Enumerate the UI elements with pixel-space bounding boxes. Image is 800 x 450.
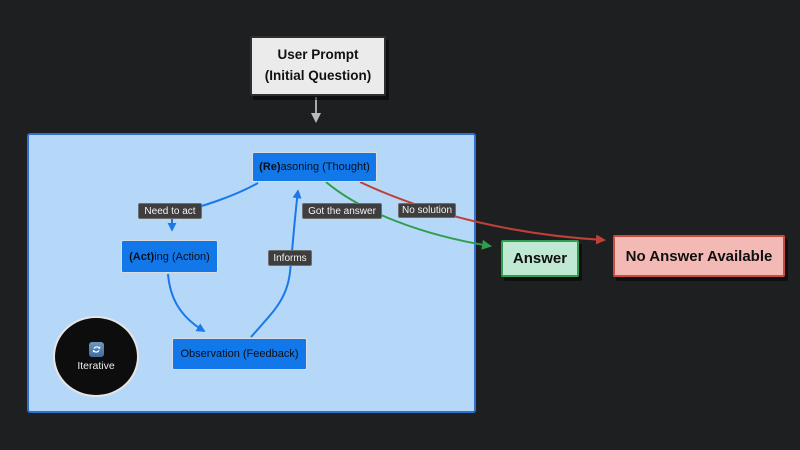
no-solution-text: No solution xyxy=(401,205,453,216)
no-answer-label: No Answer Available xyxy=(625,247,773,265)
user-prompt-line1: User Prompt xyxy=(277,47,359,63)
answer-box: Answer xyxy=(501,240,579,277)
reasoning-node: (Re)asoning (Thought) xyxy=(252,152,377,182)
got-the-answer-label: Got the answer xyxy=(302,203,382,219)
arrow-observation-to-reasoning xyxy=(250,189,302,338)
refresh-icon xyxy=(88,341,104,357)
informs-text: Informs xyxy=(273,252,307,264)
arrow-acting-to-observation xyxy=(167,273,206,332)
no-solution-label: No solution xyxy=(398,203,456,218)
got-the-answer-text: Got the answer xyxy=(308,205,376,217)
need-to-act-text: Need to act xyxy=(144,205,196,217)
reasoning-node-label: asoning (Thought) xyxy=(280,161,370,173)
acting-node-label: ing (Action) xyxy=(154,250,210,263)
need-to-act-label: Need to act xyxy=(138,203,202,219)
user-prompt-line2: (Initial Question) xyxy=(264,68,372,83)
observation-node: Observation (Feedback) xyxy=(172,338,307,370)
informs-label: Informs xyxy=(268,250,312,266)
observation-node-label: Observation (Feedback) xyxy=(180,348,299,360)
reasoning-node-label-bold: (Re) xyxy=(259,161,281,173)
user-prompt-box: User Prompt (Initial Question) xyxy=(250,36,386,96)
arrow-reasoning-to-no-answer xyxy=(359,181,606,245)
acting-node-label-bold: (Act) xyxy=(129,250,155,263)
no-answer-box: No Answer Available xyxy=(613,235,785,277)
acting-node: (Act)ing (Action) xyxy=(121,240,218,273)
arrow-reasoning-to-answer xyxy=(325,181,492,250)
answer-label: Answer xyxy=(512,250,568,267)
iterative-label: Iterative xyxy=(77,359,115,372)
iterative-badge: Iterative xyxy=(53,316,139,397)
